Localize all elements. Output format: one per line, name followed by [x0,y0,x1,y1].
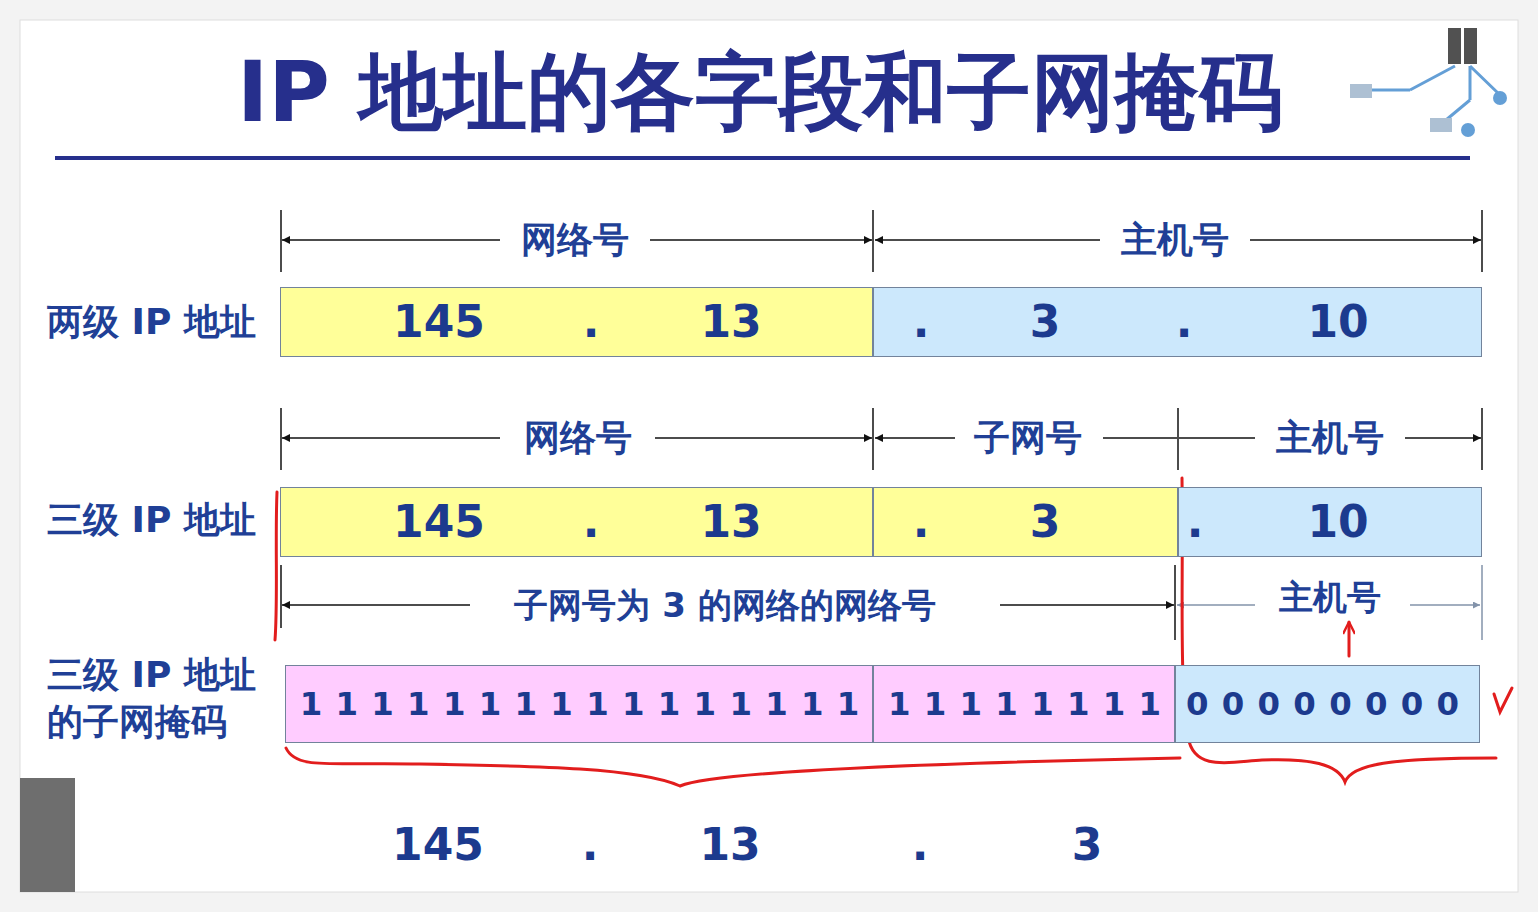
dimension-arrows [650,239,872,241]
dimension-arrows [1000,604,1174,606]
watermark-icon [1360,66,1500,125]
dimension-label: 主机号 [1279,575,1381,619]
slide-title: IP 地址的各字段和子网掩码 [237,46,1283,138]
dimension-label: 子网号为 3 的网络的网络号 [514,583,935,627]
slide-ground [20,20,1518,892]
dimension-label: 网络号 [524,415,632,462]
title-rule [55,158,1470,159]
red-annotation [275,478,1512,786]
dimension-arrows [282,239,500,241]
network-number: 3 [1072,823,1103,867]
field-value: 145 [393,300,485,344]
dimension-ticks [1177,408,1179,470]
dimension-arrows [1177,604,1255,606]
address-field-cell: 0 0 0 0 0 0 0 0 [1175,665,1480,743]
field-value: 1 1 1 1 1 1 1 1 [888,688,1162,720]
address-field-cell: 145.13 [280,487,873,557]
watermark-icon [1430,118,1452,132]
watermark-icon [1461,123,1475,137]
address-field-cell: 1 1 1 1 1 1 1 1 [873,665,1175,743]
red-annotation [1188,737,1496,782]
dimension-label: 主机号 [1276,415,1384,462]
field-value: 3 [1030,300,1061,344]
field-value: . [913,500,930,544]
dimension-ticks [872,408,874,470]
field-value: 13 [700,500,761,544]
dimension-ticks [280,408,282,470]
address-field-cell: . 10 [1178,487,1482,557]
dimension-arrows [1410,604,1480,606]
title-rule [55,156,1470,160]
watermark-icon [1493,91,1507,105]
row-label: 两级 IP 地址 [47,299,256,346]
watermark-icon [1350,84,1372,98]
dimension-arrows [875,239,1100,241]
address-field-cell: . 3. 10 [873,287,1482,357]
field-value: . [583,300,600,344]
field-value: . [1187,500,1204,544]
dimension-ticks [281,210,1482,640]
dimension-arrows [875,437,955,439]
dimension-arrows [655,437,872,439]
row-label: 三级 IP 地址 的子网掩码 [47,652,279,746]
network-number: . [582,823,599,867]
dimension-ticks [1481,565,1483,640]
address-field-cell: 1 1 1 1 1 1 1 1 1 1 1 1 1 1 1 1 [285,665,873,743]
network-number: . [912,823,929,867]
dimension-ticks [1174,565,1176,640]
field-value: 10 [1307,300,1368,344]
red-annotation [1348,622,1351,656]
dimension-arrows [1179,437,1255,439]
dimension-ticks [1481,210,1483,272]
red-annotation [286,748,1180,786]
address-field-cell: 145.13 [280,287,873,357]
field-value: . [583,500,600,544]
dimension-arrows [1103,437,1177,439]
red-annotation [275,492,277,640]
field-value: 0 0 0 0 0 0 0 0 [1186,688,1460,720]
field-value: 13 [700,300,761,344]
dimension-label: 网络号 [521,217,629,264]
watermark-icon [1350,28,1507,137]
watermark-icon [1464,28,1477,64]
slide-ground [20,778,75,892]
address-field-cell: .3 [873,487,1178,557]
slide-ground [20,20,1518,892]
dimension-ticks [280,565,282,628]
dimension-ticks [1481,408,1483,470]
red-annotation [1494,688,1512,712]
field-value: 145 [393,500,485,544]
dimension-label: 子网号 [974,415,1082,462]
dimension-arrows [1405,437,1481,439]
field-value: 1 1 1 1 1 1 1 1 1 1 1 1 1 1 1 1 [300,688,861,720]
field-value: . [913,300,930,344]
dimension-arrows [282,437,500,439]
row-label: 三级 IP 地址 [47,497,256,544]
dimension-arrows [1250,239,1481,241]
network-number: 145 [392,823,484,867]
field-value: 10 [1307,500,1368,544]
dimension-arrows [282,604,470,606]
dimension-ticks [280,210,282,272]
field-value: 3 [1030,500,1061,544]
dimension-ticks [872,210,874,272]
watermark-icon [1448,28,1461,64]
field-value: . [1176,300,1193,344]
dimension-label: 主机号 [1121,217,1229,264]
network-number: 13 [699,823,760,867]
